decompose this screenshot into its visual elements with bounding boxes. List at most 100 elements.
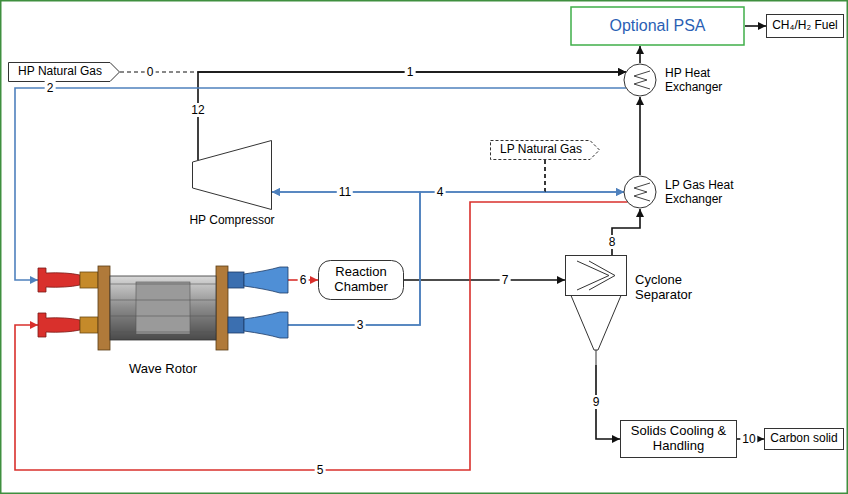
circle-outline	[624, 64, 656, 96]
wave-rotor: Wave Rotor	[38, 258, 288, 358]
tag-outline	[9, 63, 120, 82]
flow-segment	[639, 46, 641, 63]
flow-segment	[745, 25, 766, 27]
source-tag: LP Natural Gas	[490, 140, 600, 160]
flow-line	[640, 46, 641, 63]
cyclone-separator: Cyclone Separator	[565, 255, 627, 365]
box-outline	[621, 421, 737, 458]
flow-line	[272, 192, 420, 325]
stream-number: 12	[189, 103, 206, 117]
box-outline	[767, 15, 844, 38]
node-label: LP Natural Gas	[500, 143, 582, 157]
cyclone-vane	[589, 261, 615, 290]
inlet-duct	[38, 313, 80, 337]
process-box: Solids Cooling & Handling	[620, 420, 737, 458]
box-outline	[319, 261, 404, 300]
duct-flange	[80, 272, 98, 288]
outlet-duct	[244, 312, 288, 338]
duct-flange	[228, 272, 244, 288]
compressor-outline	[192, 140, 272, 210]
flow-line	[545, 160, 624, 192]
coil-symbol	[634, 183, 650, 201]
flow-line	[404, 280, 565, 281]
flow-segment	[272, 192, 420, 325]
rotor-drum	[110, 276, 216, 340]
stream-number: 10	[740, 432, 757, 446]
end-plate	[98, 266, 110, 350]
stream-number: 11	[337, 185, 353, 199]
flow-line	[272, 160, 545, 192]
compressor-outline	[193, 141, 272, 210]
duct-flange	[228, 317, 244, 333]
heat-exchanger-outline	[623, 63, 657, 97]
stream-number: 1	[405, 65, 416, 79]
stream-number: 6	[298, 273, 309, 287]
heat-exchanger-outline	[623, 175, 657, 209]
stream-number: 0	[145, 65, 156, 79]
node-label: Solids Cooling & Handling	[626, 424, 731, 454]
product-tag: Carbon solid	[764, 428, 844, 450]
node-label: HP Compressor	[172, 214, 292, 228]
outlet-duct	[244, 267, 288, 293]
box-outline	[571, 7, 744, 45]
cyclone-vane	[577, 261, 609, 290]
stream-number: 4	[435, 185, 446, 199]
node-label: HP Natural Gas	[18, 65, 102, 79]
product-tag: CH₄/H₂ Fuel	[766, 14, 844, 38]
flow-segment	[15, 202, 628, 470]
cyclone-head	[566, 256, 627, 296]
duct-flange	[80, 317, 98, 333]
flow-line	[745, 26, 766, 27]
cyclone-outlet	[596, 350, 597, 365]
node-label: Wave Rotor	[38, 362, 288, 377]
node-label: Carbon solid	[770, 432, 837, 446]
flow-segment	[404, 279, 565, 281]
tie-rod	[110, 316, 216, 317]
flow-segment	[545, 191, 624, 193]
heat-exchanger: LP Gas Heat Exchanger	[623, 175, 657, 209]
node-label: Reaction Chamber	[324, 265, 398, 295]
source-tag: HP Natural Gas	[8, 62, 120, 82]
box-outline	[765, 429, 844, 450]
rotor-core	[136, 282, 190, 334]
flow-segment	[639, 97, 641, 175]
node-label: HP Heat Exchanger	[665, 67, 745, 95]
compressor: HP Compressor	[192, 140, 272, 210]
stream-number: 7	[500, 273, 511, 287]
stream-number: 3	[355, 318, 366, 332]
flow-segment	[272, 191, 545, 193]
inlet-duct	[38, 268, 80, 292]
stream-number: 2	[45, 81, 56, 95]
cyclone-cone	[571, 296, 621, 351]
flow-line	[640, 97, 641, 175]
tie-rod	[110, 300, 216, 301]
flow-line	[15, 88, 626, 280]
end-plate	[216, 266, 228, 350]
coil-symbol	[634, 71, 650, 89]
stream-number: 9	[591, 395, 602, 409]
node-label: LP Gas Heat Exchanger	[665, 179, 755, 207]
tie-rod	[110, 284, 216, 285]
flow-line	[15, 202, 628, 470]
flow-segment	[544, 160, 545, 192]
node-label: Cyclone Separator	[635, 273, 725, 303]
flow-segment	[15, 88, 626, 280]
process-box: Reaction Chamber	[318, 260, 404, 300]
heat-exchanger: HP Heat Exchanger	[623, 63, 657, 97]
node-label: Optional PSA	[609, 17, 705, 35]
node-label: CH₄/H₂ Fuel	[772, 19, 838, 33]
flow-segment	[120, 71, 198, 72]
stream-number: 8	[607, 235, 618, 249]
process-box: Optional PSA	[570, 6, 745, 46]
flow-segment	[544, 160, 545, 192]
cyclone-separator-outline	[565, 255, 627, 365]
stream-number: 5	[315, 463, 326, 477]
circle-outline	[624, 176, 656, 208]
tag-outline	[491, 141, 600, 160]
wave-rotor-outline	[38, 258, 288, 358]
